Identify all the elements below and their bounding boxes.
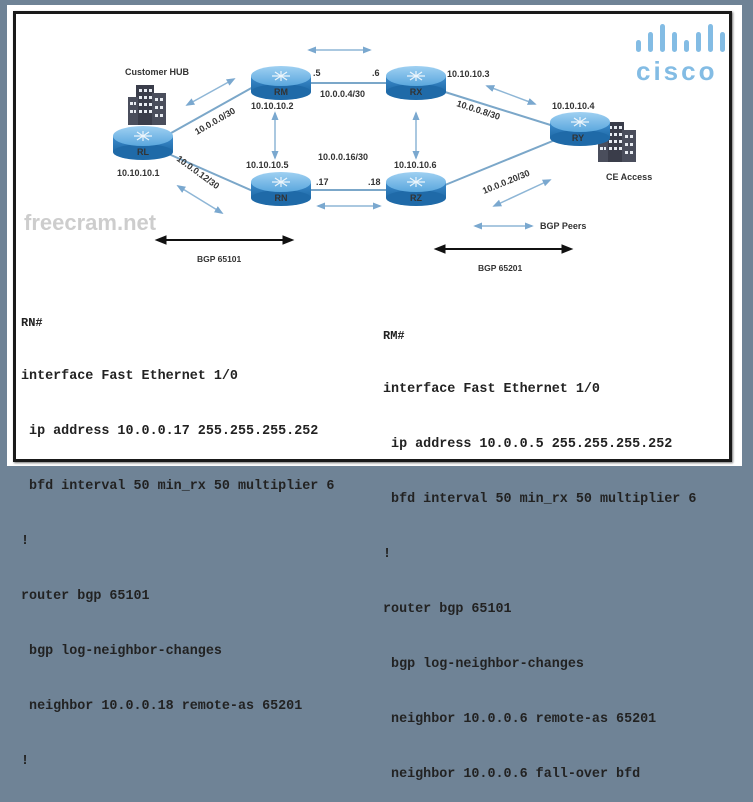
exhibit-frame [13, 11, 732, 462]
peer-arrow-rl-rm [185, 78, 236, 106]
router-rn[interactable]: RN [250, 171, 312, 207]
rn-config-prompt: RN# [21, 315, 43, 330]
router-rl-name: RL [137, 147, 149, 157]
config-line: ! [21, 753, 30, 769]
rl-loopback-label: 10.10.10.1 [117, 168, 160, 178]
rz-loopback-label: 10.10.10.6 [394, 160, 437, 170]
peer-arrow-rx-ry [485, 85, 537, 105]
link-rz-ry [444, 137, 561, 186]
link-rl-rn-subnet: 10.0.0.12/30 [175, 154, 221, 192]
config-line: bgp log-neighbor-changes [383, 656, 584, 672]
router-rm[interactable]: RM [250, 65, 312, 101]
config-line: neighbor 10.0.0.6 fall-over bfd [383, 766, 641, 782]
router-rx-name: RX [410, 87, 423, 97]
router-rl[interactable]: RL [112, 125, 174, 161]
rn-config-block: RN# interface Fast Ethernet 1/0 ip addre… [21, 277, 334, 789]
config-line: ip address 10.0.0.17 255.255.255.252 [21, 424, 319, 440]
rm-interface-label: .5 [313, 68, 321, 78]
config-line: interface Fast Ethernet 1/0 [383, 382, 600, 398]
config-line: bgp log-neighbor-changes [21, 643, 222, 659]
config-line: ! [21, 534, 30, 550]
links [154, 82, 561, 193]
link-rn-rz-subnet: 10.0.0.16/30 [318, 152, 368, 162]
router-ry-name: RY [572, 133, 584, 143]
rx-interface-label: .6 [372, 68, 380, 78]
config-line: router bgp 65101 [21, 589, 150, 605]
bgp-peers-label: BGP Peers [540, 221, 586, 231]
link-rl-rm [154, 85, 256, 143]
ry-loopback-label: 10.10.10.4 [552, 101, 595, 111]
peer-arrow-rz-ry [492, 179, 552, 207]
config-line: bfd interval 50 min_rx 50 multiplier 6 [21, 479, 335, 495]
as-65201-label: BGP 65201 [478, 263, 523, 273]
rm-config-prompt: RM# [383, 328, 405, 343]
network-topology-diagram: RL RM RX RY RN RZ Customer HUB CE Access… [112, 46, 652, 273]
link-rx-ry [444, 91, 561, 129]
link-rl-rn [154, 147, 256, 193]
peer-arrow-rl-rn [176, 185, 224, 214]
link-rl-rm-subnet: 10.0.0.0/30 [193, 106, 237, 137]
rx-loopback-label: 10.10.10.3 [447, 69, 490, 79]
rn-interface-label: .17 [316, 177, 329, 187]
config-line: interface Fast Ethernet 1/0 [21, 369, 238, 385]
as-65101-label: BGP 65101 [197, 254, 242, 264]
router-rx[interactable]: RX [385, 65, 447, 101]
config-line: ! [383, 547, 392, 563]
router-ry[interactable]: RY [549, 111, 611, 147]
router-rz-name: RZ [410, 193, 422, 203]
rz-interface-label: .18 [368, 177, 381, 187]
rm-config-block: RM# interface Fast Ethernet 1/0 ip addre… [383, 290, 696, 802]
customer-hub-label: Customer HUB [125, 67, 190, 77]
customer-hub-building-icon [128, 85, 166, 125]
config-line: router bgp 65101 [383, 602, 512, 618]
config-line: ip address 10.0.0.5 255.255.255.252 [383, 437, 673, 453]
link-rm-rx-subnet: 10.0.0.4/30 [320, 89, 365, 99]
config-line: neighbor 10.0.0.18 remote-as 65201 [21, 698, 303, 714]
rn-loopback-label: 10.10.10.5 [246, 160, 289, 170]
ce-access-label: CE Access [606, 172, 652, 182]
rm-loopback-label: 10.10.10.2 [251, 101, 294, 111]
router-rm-name: RM [274, 87, 288, 97]
router-rz[interactable]: RZ [385, 171, 447, 207]
config-line: neighbor 10.0.0.6 remote-as 65201 [383, 711, 657, 727]
config-line: bfd interval 50 min_rx 50 multiplier 6 [383, 492, 697, 508]
router-rn-name: RN [275, 193, 288, 203]
peer-arrows [176, 46, 552, 230]
